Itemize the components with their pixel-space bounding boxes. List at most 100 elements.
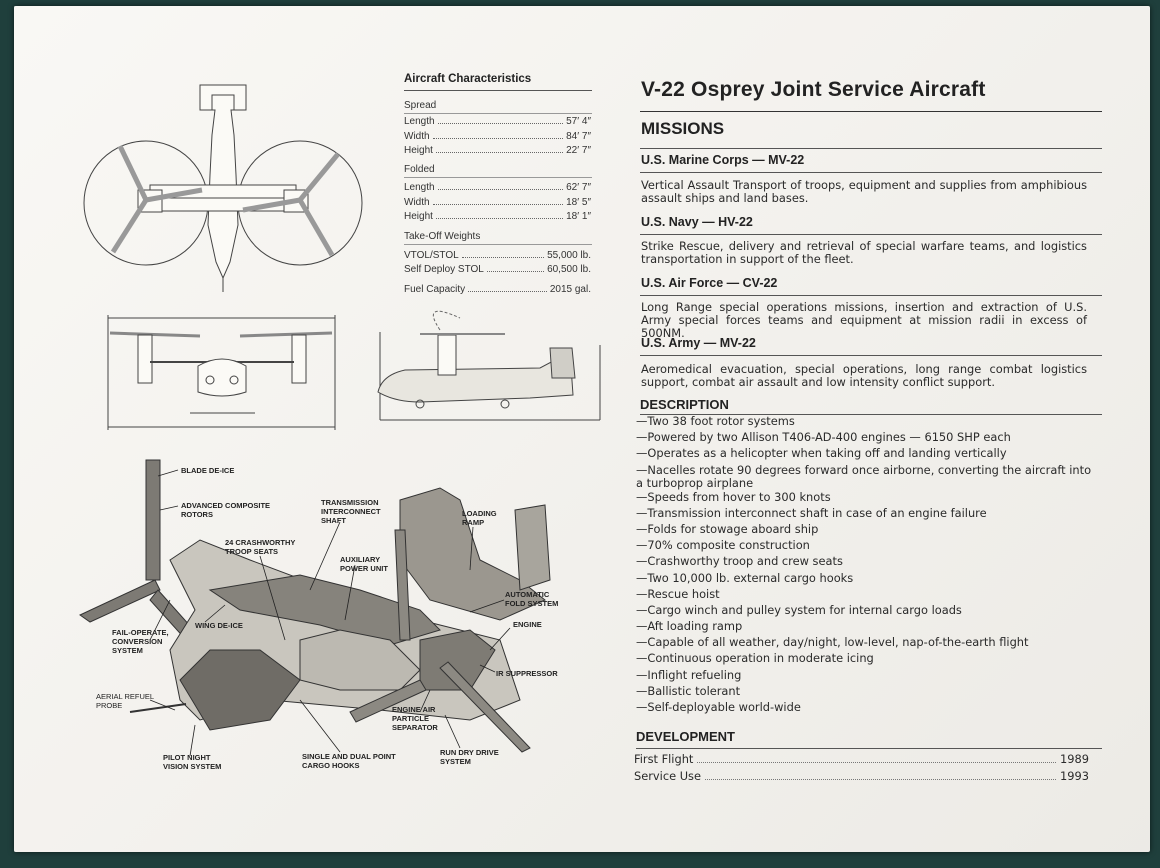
mission-army-heading: U.S. Army — MV-22 [641,336,756,350]
leader-dots [432,132,564,139]
description-rule [640,414,1102,415]
leader-dots [437,183,564,190]
dev-year: 1993 [1060,769,1089,783]
mission-marine-heading: U.S. Marine Corps — MV-22 [641,153,805,167]
mission-rule [640,234,1102,235]
spec-value: 22′ 7″ [566,145,591,156]
mission-marine-text: Vertical Assault Transport of troops, eq… [641,178,1087,205]
spec-label: Length [404,116,435,127]
list-item: —Crashworthy troop and crew seats [636,554,843,569]
spec-value: 18′ 1″ [566,211,591,222]
spread-label: Spread [404,100,437,111]
callout-run-dry: RUN DRY DRIVE SYSTEM [440,748,499,766]
spec-label: VTOL/STOL [404,250,459,261]
weight-vtol-row: VTOL/STOL 55,000 lb. [404,250,591,261]
callout-engine: ENGINE [513,620,542,629]
service-use-row: Service Use 1993 [634,769,1089,783]
callout-loading-ramp: LOADING RAMP [462,509,497,527]
list-item: —Transmission interconnect shaft in case… [636,505,987,520]
leader-dots [468,285,547,292]
page-title: V-22 Osprey Joint Service Aircraft [641,78,986,101]
dev-label: First Flight [634,752,694,766]
leader-dots [705,771,1056,780]
mission-airforce-text: Long Range special operations missions, … [641,300,1087,340]
callout-pilot-night: PILOT NIGHT VISION SYSTEM [163,753,222,771]
leader-dots [486,265,545,272]
folded-length-row: Length 62′ 7″ [404,182,591,193]
callout-composite-rotors: ADVANCED COMPOSITE ROTORS [181,501,271,519]
top-view-drawing [83,84,363,292]
missions-rule [640,148,1102,149]
list-item: —Ballistic tolerant [636,683,741,698]
characteristics-rule [404,90,592,91]
callout-aerial-refuel: AERIAL REFUEL PROBE [96,692,155,710]
folded-height-row: Height 18′ 1″ [404,211,591,222]
callout-auto-fold: AUTOMATIC FOLD SYSTEM [505,590,559,608]
characteristics-heading: Aircraft Characteristics [404,73,532,85]
weights-label: Take-Off Weights [404,231,481,242]
list-item: —Capable of all weather, day/night, low-… [636,635,1029,650]
weight-self-deploy-row: Self Deploy STOL 60,500 lb. [404,264,591,275]
development-rule [636,748,1102,749]
development-heading: DEVELOPMENT [636,729,735,744]
spec-label: Self Deploy STOL [404,264,484,275]
callout-engine-air: ENGINE AIR PARTICLE SEPARATOR [392,705,438,732]
callout-wing-de-ice: WING DE-ICE [195,621,243,630]
dev-label: Service Use [634,769,701,783]
description-heading: DESCRIPTION [640,397,729,412]
list-item: —Operates as a helicopter when taking of… [636,446,1007,461]
callout-troop-seats: 24 CRASHWORTHY TROOP SEATS [225,538,296,556]
list-item: —Continuous operation in moderate icing [636,651,874,666]
list-item: —Cargo winch and pulley system for inter… [636,602,962,617]
list-item: —Two 10,000 lb. external cargo hooks [636,570,854,585]
callout-ir-suppressor: IR SUPPRESSOR [496,669,558,678]
list-item: —Powered by two Allison T406-AD-400 engi… [636,430,1011,445]
spec-value: 2015 gal. [549,284,591,295]
spread-height-row: Height 22′ 7″ [404,145,591,156]
spread-length-row: Length 57′ 4″ [404,116,591,127]
description-list: —Two 38 foot rotor systems —Powered by t… [636,414,1096,716]
callout-fail-operate: FAIL-OPERATE, CONVERSION SYSTEM [112,628,169,655]
mission-airforce-heading: U.S. Air Force — CV-22 [641,276,778,290]
list-item: —Aft loading ramp [636,619,743,634]
list-item: —Self-deployable world-wide [636,700,801,714]
leader-dots [435,212,564,219]
mission-navy-heading: U.S. Navy — HV-22 [641,215,753,229]
spec-label: Height [404,145,433,156]
mission-army-text: Aeromedical evacuation, special operatio… [641,362,1087,389]
spec-value: 55,000 lb. [547,250,591,261]
list-item: —70% composite construction [636,538,810,553]
mission-rule [640,355,1102,356]
spread-rule [404,113,592,114]
leader-dots [437,117,564,124]
spec-label: Length [404,182,435,193]
folded-rule [404,177,592,178]
list-item: —Inflight refueling [636,667,742,682]
callout-blade-de-ice: BLADE DE-ICE [181,466,235,475]
title-rule [640,111,1102,112]
spec-value: 62′ 7″ [566,182,591,193]
side-view-drawing [377,310,601,421]
spec-value: 57′ 4″ [566,116,591,127]
callout-cargo-hooks: SINGLE AND DUAL POINT CARGO HOOKS [302,752,396,770]
list-item: —Two 38 foot rotor systems [636,414,795,428]
list-item: —Speeds from hover to 300 knots [636,489,831,504]
spec-value: 84′ 7″ [566,131,591,142]
missions-heading: MISSIONS [641,119,725,138]
spec-label: Height [404,211,433,222]
leader-dots [432,198,564,205]
list-item: —Folds for stowage aboard ship [636,521,819,536]
folded-label: Folded [404,164,435,175]
list-item: —Rescue hoist [636,586,720,601]
spec-value: 60,500 lb. [547,264,591,275]
callout-transmission-shaft: TRANSMISSION INTERCONNECT SHAFT [321,498,381,525]
mission-rule [640,172,1102,173]
mission-navy-text: Strike Rescue, delivery and retrieval of… [641,239,1087,266]
cutaway-drawing [79,459,551,757]
mission-rule [640,295,1102,296]
